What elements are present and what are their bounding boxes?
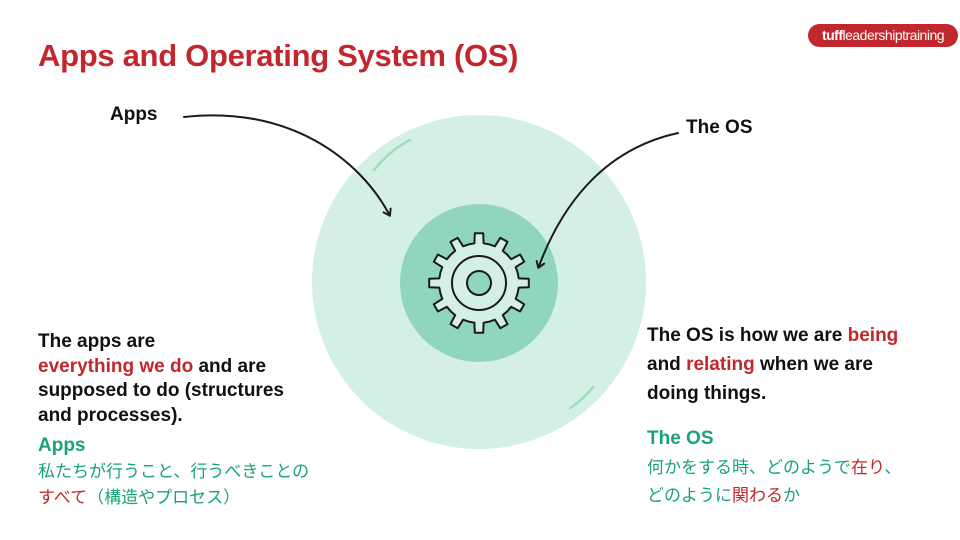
apps-desc-line3: supposed to do (structures: [38, 380, 284, 401]
apps-jp-line2-rest: （構造やプロセス）: [87, 488, 241, 508]
os-jp-highlight-being: 在り: [851, 457, 885, 478]
os-desc-line2-b: when we are: [754, 354, 873, 375]
brand-logo: tuffleadershiptraining: [808, 24, 958, 47]
page-title: Apps and Operating System (OS): [38, 38, 519, 73]
apps-label: Apps: [110, 104, 158, 125]
os-jp-line1-b: 、: [884, 457, 902, 478]
outer-circle-highlight-arc: [372, 138, 412, 172]
os-desc-line2: and relating when we are: [647, 350, 898, 379]
gear-hub: [466, 270, 492, 296]
apps-desc-line2-rest: and are: [193, 355, 267, 377]
apps-description: The apps are everything we do and are su…: [38, 330, 284, 428]
apps-japanese-description: Apps 私たちが行うこと、行うべきことの すべて（構造やプロセス）: [38, 433, 309, 511]
os-desc-line1: The OS is how we are being: [647, 321, 898, 350]
os-jp-line1: 何かをする時、どのようで在り、: [647, 454, 901, 483]
apps-jp-line1: 私たちが行うこと、行うべきことの: [38, 462, 310, 482]
os-arrow-icon: [535, 132, 679, 269]
apps-arrow-icon: [183, 114, 392, 217]
os-desc-line1-text: The OS is how we are: [647, 325, 848, 346]
outer-circle-shadow-arc: [568, 385, 595, 410]
apps-jp-line2: すべて（構造やプロセス）: [38, 485, 309, 511]
os-jp-line2-b: か: [783, 486, 800, 506]
os-desc-line3: doing things.: [647, 383, 767, 404]
os-highlight-being: being: [847, 325, 899, 346]
os-description: The OS is how we are being and relating …: [647, 321, 898, 408]
os-japanese-description: The OS 何かをする時、どのようで在り、 どのように関わるか: [647, 425, 901, 511]
logo-bold-text: tuff: [821, 27, 843, 43]
os-label: The OS: [686, 117, 753, 138]
apps-jp-highlight: すべて: [38, 488, 88, 508]
os-jp-highlight-relating: 関わる: [732, 486, 783, 506]
logo-rest-text: leadershiptraining: [842, 27, 945, 43]
apps-highlight-everything: everything we do: [38, 355, 194, 377]
apps-desc-line1: The apps are: [38, 331, 156, 352]
os-jp-line2-a: どのように: [647, 486, 732, 506]
gear-icon: [428, 232, 530, 334]
os-jp-title: The OS: [647, 428, 714, 449]
os-highlight-relating: relating: [686, 354, 755, 375]
os-jp-line1-a: 何かをする時、どのようで: [647, 457, 851, 478]
os-jp-line2: どのように関わるか: [647, 482, 901, 511]
apps-desc-line4: and processes).: [38, 404, 183, 426]
apps-desc-line2: everything we do and are: [38, 355, 284, 380]
apps-jp-title: Apps: [38, 435, 86, 456]
os-desc-line2-a: and: [647, 354, 687, 375]
